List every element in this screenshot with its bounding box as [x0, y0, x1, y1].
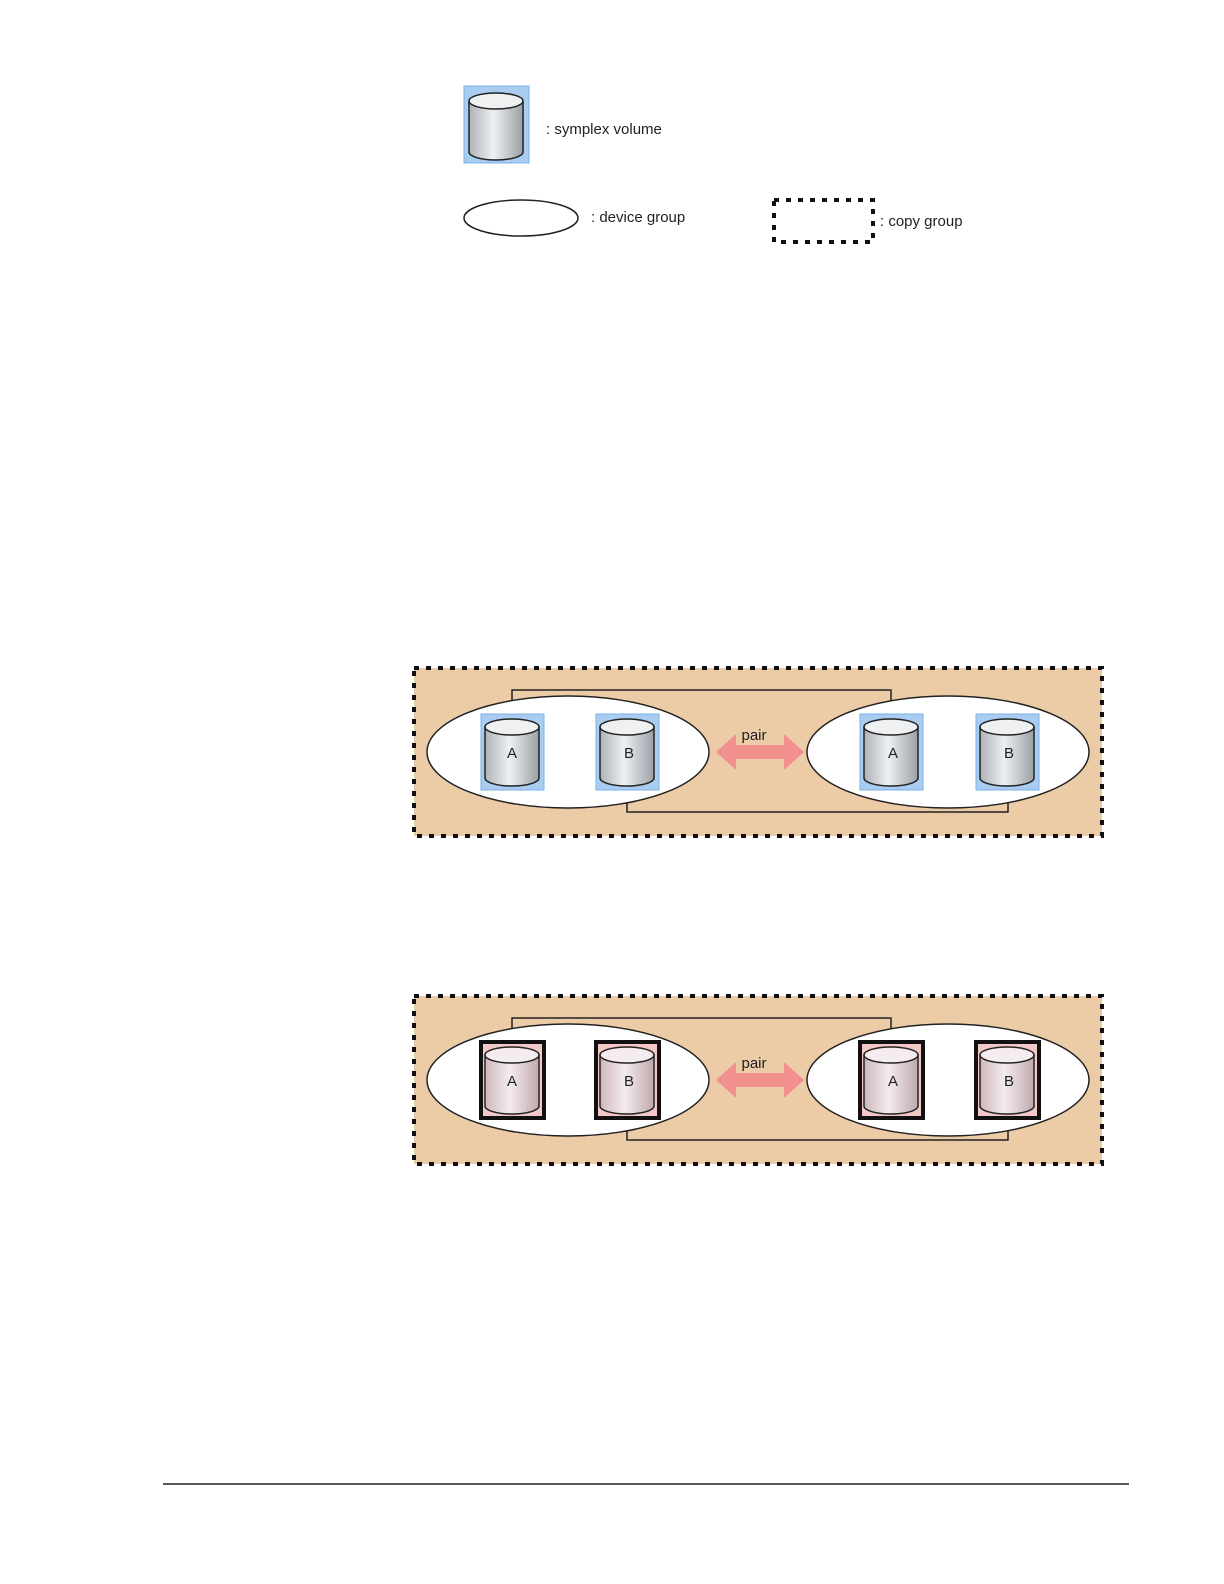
- volume-right-a: A: [860, 714, 923, 790]
- volume-label: A: [507, 745, 517, 762]
- legend: : symplex volume : device group : copy g…: [464, 86, 963, 242]
- legend-device-group-icon: [464, 200, 578, 236]
- legend-device-group-label: : device group: [591, 209, 685, 226]
- volume-left-a: A: [481, 1042, 544, 1118]
- device-group-left: [427, 696, 709, 808]
- legend-symplex-volume-label: : symplex volume: [546, 121, 662, 138]
- volume-right-a: A: [860, 1042, 923, 1118]
- device-group-right: [807, 696, 1089, 808]
- legend-copy-group-label: : copy group: [880, 213, 963, 230]
- diagram-symplex: A B A B pair: [414, 668, 1102, 836]
- legend-symplex-volume-icon: [464, 86, 529, 163]
- device-group-right: [807, 1024, 1089, 1136]
- volume-label: A: [507, 1073, 517, 1090]
- volume-left-a: A: [481, 714, 544, 790]
- volume-label: B: [624, 1073, 634, 1090]
- pair-arrow-label: pair: [741, 1055, 766, 1072]
- volume-right-b: B: [976, 714, 1039, 790]
- volume-left-b: B: [596, 714, 659, 790]
- volume-label: B: [624, 745, 634, 762]
- volume-left-b: B: [596, 1042, 659, 1118]
- diagram-paired: A B A B pair: [414, 996, 1102, 1164]
- volume-right-b: B: [976, 1042, 1039, 1118]
- pair-arrow-label: pair: [741, 727, 766, 744]
- device-group-left: [427, 1024, 709, 1136]
- volume-label: B: [1004, 745, 1014, 762]
- volume-label: A: [888, 1073, 898, 1090]
- volume-label: A: [888, 745, 898, 762]
- legend-copy-group-icon: [774, 200, 873, 242]
- volume-label: B: [1004, 1073, 1014, 1090]
